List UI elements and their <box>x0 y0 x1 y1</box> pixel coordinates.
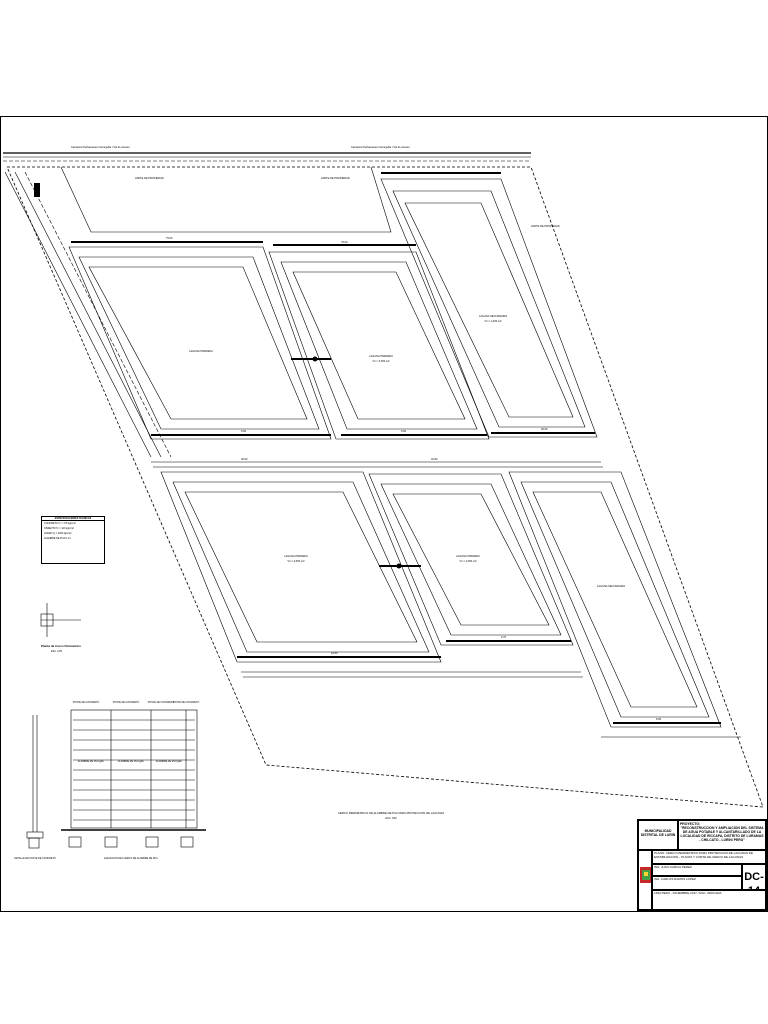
lagoon-4-label: LAGUNA PRIMARIA <box>284 554 308 558</box>
lagoon-2-sub: V1 = 2,050 m3 <box>373 359 391 363</box>
dim-3: 5.00 <box>241 429 247 433</box>
fence-bottom-label: ELEVACION DEL CERCO DE ALAMBRE DE PUA <box>104 857 158 860</box>
reviewer-cell: ING. CARLOS RAMOS LOPEZ <box>652 876 742 890</box>
dim-7: 42.50 <box>431 457 438 461</box>
fence-label-2: ALAMBRE DE PUA galv. <box>118 760 145 763</box>
spec-row-2: CIMIENTO f'c = 140 kg/cm2 <box>44 527 74 530</box>
elevation-scale: ESC. 1/50 <box>386 817 398 820</box>
project-cell: PROYECTO: "RECONSTRUCCION Y AMPLIACION D… <box>678 820 766 850</box>
plan-cell: PLANO: CERCO PERIMETRICO PARA PROTECCION… <box>652 850 766 864</box>
detail-label: Planta de Cerco Perimetrico <box>41 644 81 648</box>
owner-label: MUNICIPALIDAD DISTRITAL DE LURIN <box>640 829 676 837</box>
fence-label-3: ALAMBRE DE PUA galv. <box>156 760 183 763</box>
road-label-right: Carretera Pachacamac Cieneguilla / Via d… <box>351 145 410 149</box>
lagoon-6-label: LAGUNA SECUNDARIA <box>597 584 626 588</box>
limit-label-1: LIMITE DE PROPIEDAD <box>135 176 164 180</box>
specifications-box: ESPECIFICACIONES TECNICAS CONCRETO f'c =… <box>41 516 105 564</box>
elev-tag-3: POSTE DE CONCRETO <box>148 701 175 704</box>
project-text: "RECONSTRUCCION Y AMPLIACION DEL SISTEMA… <box>680 826 764 842</box>
elev-tag-4: POSTE DE CONCRETO <box>173 701 200 704</box>
dim-6: 30.00 <box>241 457 248 461</box>
date-cell: LIMA PERU - DICIEMBRE 2017 / ESC. INDICA… <box>652 890 766 910</box>
spec-row-1: CONCRETO f'c = 175 kg/cm2 <box>44 522 76 525</box>
date-scale-text: LIMA PERU - DICIEMBRE 2017 / ESC. INDICA… <box>654 891 722 895</box>
post-detail-label: DETALLE DE POSTE DE CONCRETO <box>14 857 56 860</box>
designer-text: ING. JUAN GARCIA PEREZ <box>654 865 692 869</box>
title-block: MUNICIPALIDAD DISTRITAL DE LURIN PROYECT… <box>637 819 767 911</box>
lagoon-5-sub: V1 = 2,050 m3 <box>460 559 478 563</box>
municipal-seal-icon <box>640 867 651 883</box>
logo-cell <box>638 850 652 910</box>
elev-tag-2: POSTE DE CONCRETO <box>113 701 140 704</box>
reviewer-text: ING. CARLOS RAMOS LOPEZ <box>654 877 696 881</box>
drawing-sheet: Carretera Pachacamac Cieneguilla / Via d… <box>0 116 768 912</box>
dim-4: 5.00 <box>401 429 407 433</box>
detail-scale: ESC. 1/25 <box>51 650 63 653</box>
spec-row-3: ACERO fy = 4200 kg/cm2 <box>44 532 72 535</box>
lagoon-1-label: LAGUNA PRIMARIA <box>189 349 213 353</box>
sheet-code: DC-14 <box>744 871 764 889</box>
plan-text: PLANO: CERCO PERIMETRICO PARA PROTECCION… <box>654 851 753 859</box>
lagoon-5-label: LAGUNA PRIMARIA <box>456 554 480 558</box>
lagoon-3-label: LAGUNA SECUNDARIA <box>479 314 508 318</box>
lagoon-4-sub: V1 = 2,050 m3 <box>288 559 306 563</box>
dim-1: 75.00 <box>166 236 173 240</box>
dim-10: 6.00 <box>656 717 662 721</box>
project-label: PROYECTO: <box>680 822 701 826</box>
site-plan-drawing: Carretera Pachacamac Cieneguilla / Via d… <box>3 145 764 860</box>
lagoon-2-label: LAGUNA PRIMARIA <box>369 354 393 358</box>
elevation-title: CERCO PERIMETRICO DE ALAMBRE DE PUA PARA… <box>338 811 444 815</box>
sheet-code-cell: DC-14 <box>742 864 766 890</box>
spec-title: ESPECIFICACIONES TECNICAS <box>42 517 104 521</box>
road-label-left: Carretera Pachacamac Cieneguilla / Via d… <box>71 145 130 149</box>
designer-cell: ING. JUAN GARCIA PEREZ <box>652 864 742 876</box>
elev-tag-1: POSTE DE CONCRETO <box>73 701 100 704</box>
fence-label-1: ALAMBRE DE PUA galv. <box>78 760 105 763</box>
limit-label-3: LIMITE DE PROPIEDAD <box>531 224 560 228</box>
dim-5: 30.00 <box>541 427 548 431</box>
dim-2: 75.00 <box>341 240 348 244</box>
owner-cell: MUNICIPALIDAD DISTRITAL DE LURIN <box>638 820 678 850</box>
dim-9: 2.70 <box>501 635 507 639</box>
dim-8: 42.50 <box>331 651 338 655</box>
spec-row-4: ALAMBRE DE PUA N 14 <box>44 537 71 540</box>
lagoon-3-sub: V1 = 1,450 m3 <box>485 319 503 323</box>
limit-label-2: LIMITE DE PROPIEDAD <box>321 176 350 180</box>
